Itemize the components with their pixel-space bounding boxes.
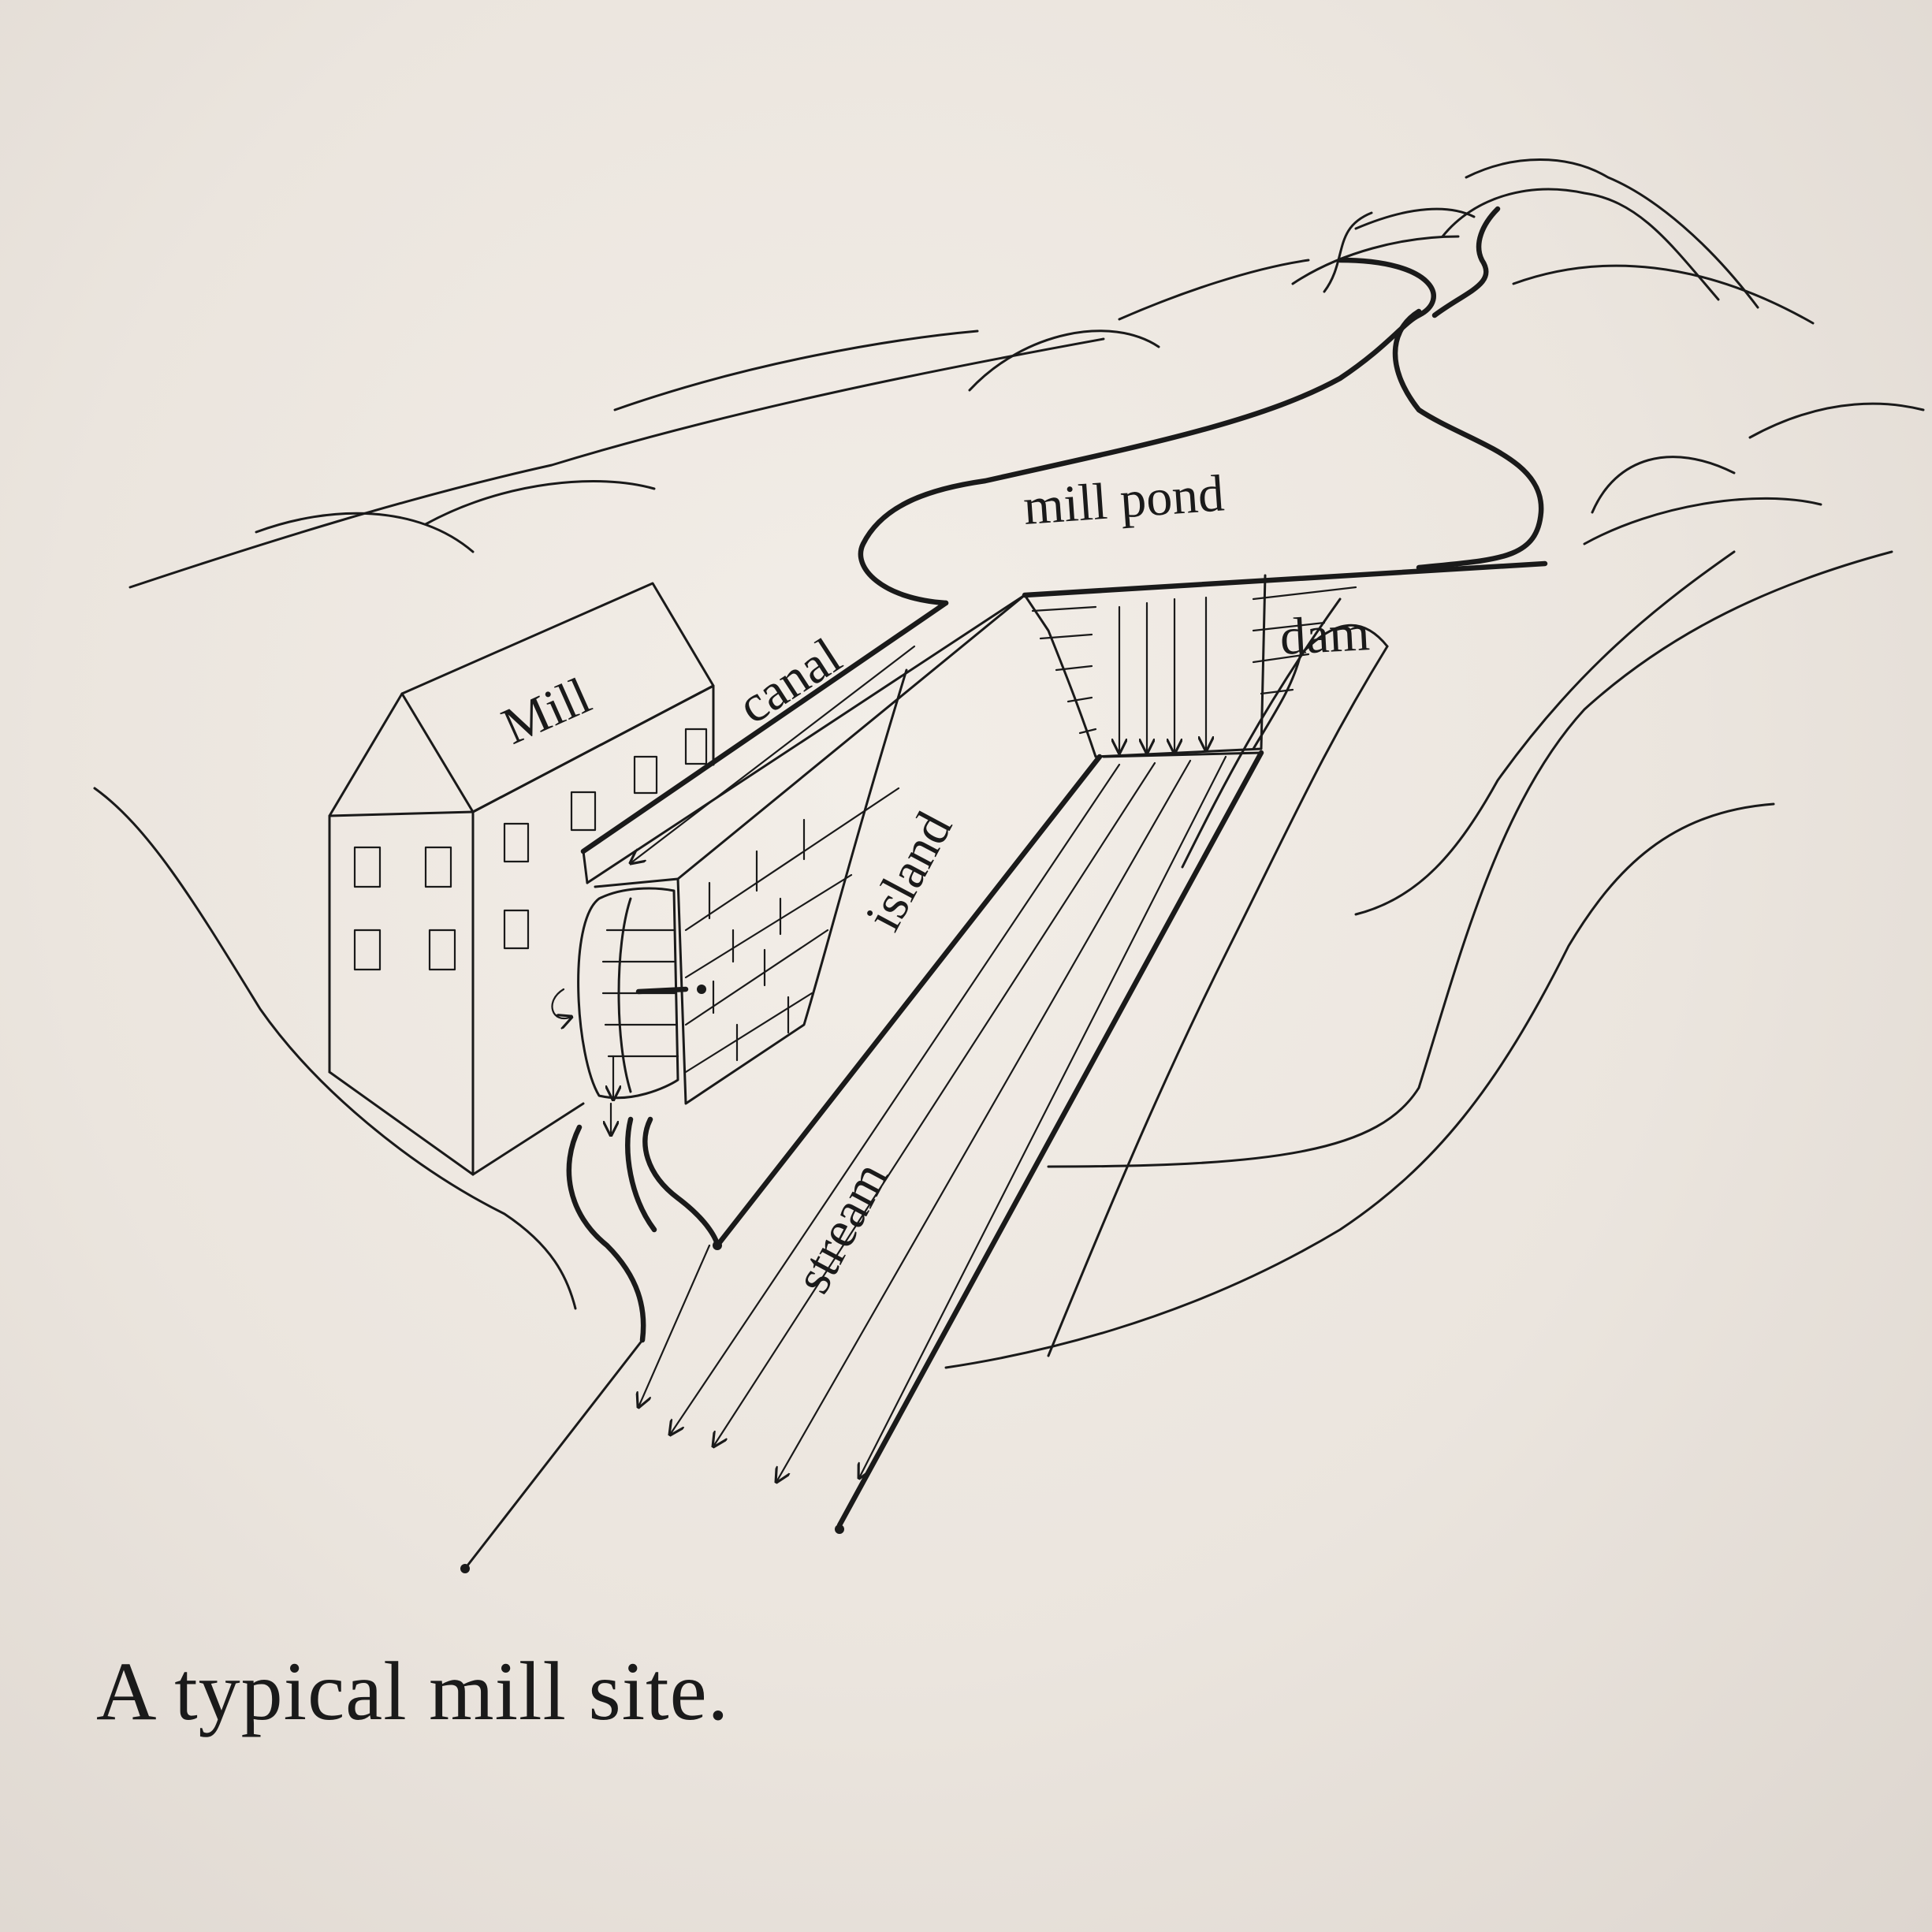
pond-and-banks: [861, 209, 1541, 1356]
mill-building: [329, 583, 713, 1174]
figure-caption: A typical mill site.: [96, 1644, 729, 1740]
label-mill: Mill: [493, 667, 599, 756]
left-slope: [95, 788, 575, 1308]
label-island: island: [854, 803, 963, 940]
label-dam: dam: [1279, 604, 1371, 666]
mill-windows: [355, 729, 706, 970]
tailrace: [569, 1119, 717, 1340]
label-stream: stream: [784, 1152, 899, 1302]
label-canal: canal: [728, 627, 851, 735]
right-hills: [946, 552, 1892, 1368]
label-mill-pond: mill pond: [1022, 464, 1226, 536]
